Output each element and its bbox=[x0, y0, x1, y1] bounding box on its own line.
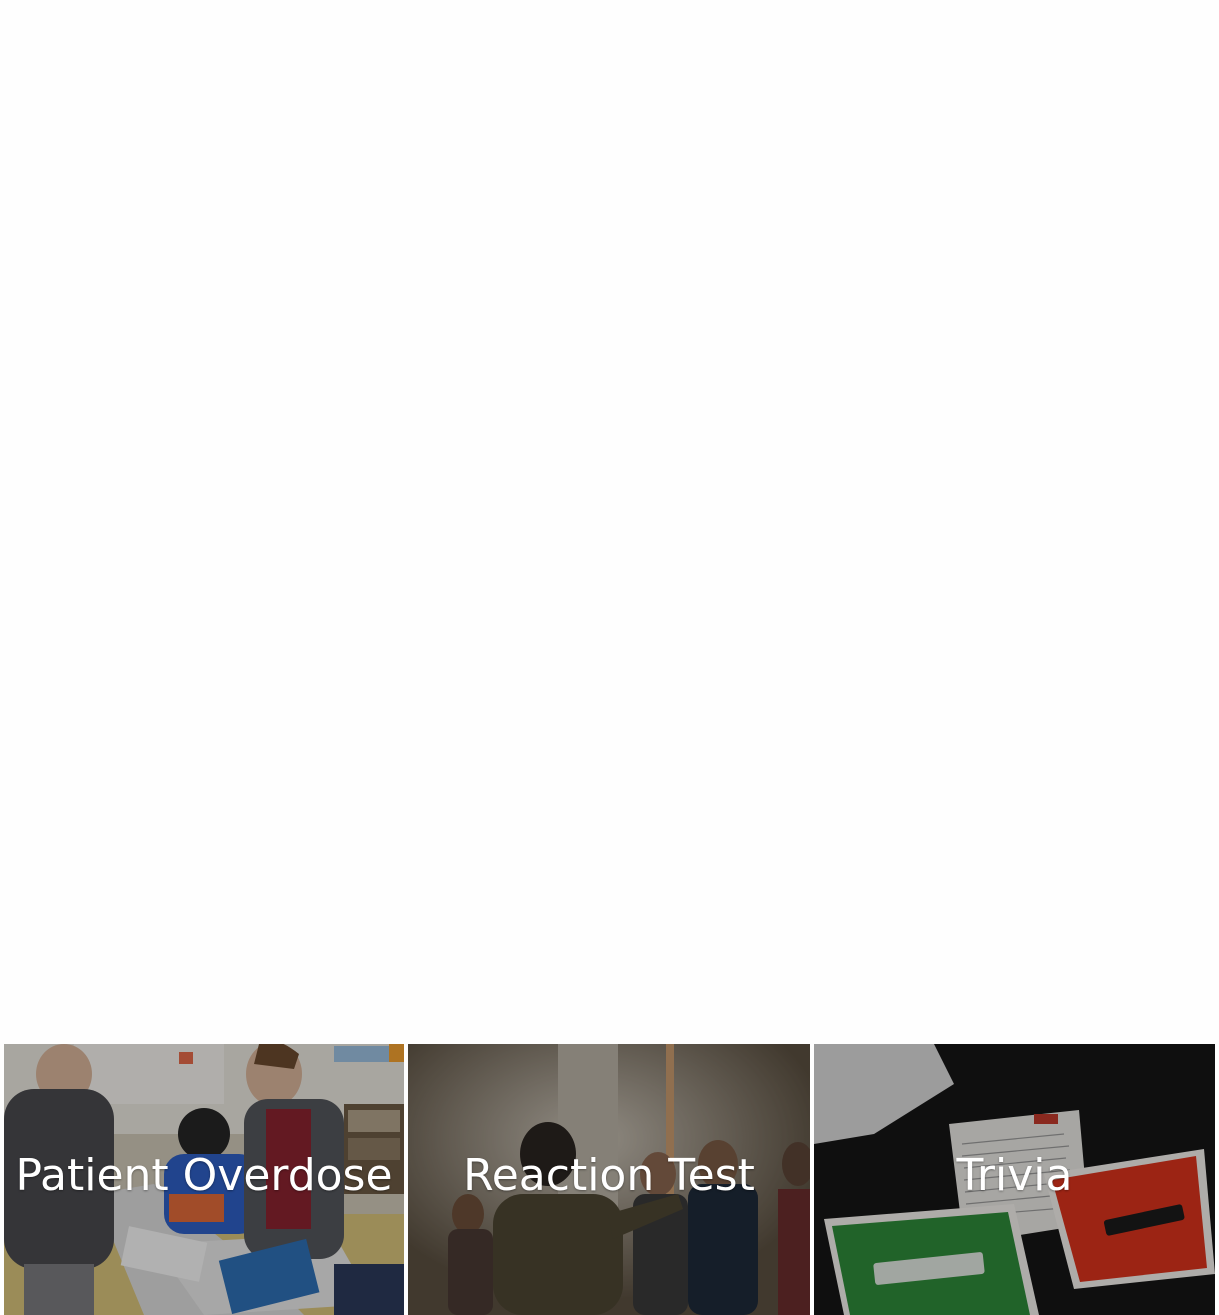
activity-tile-patient-overdose[interactable]: Patient Overdose bbox=[4, 1044, 404, 1315]
activity-tile-trivia[interactable]: Trivia bbox=[814, 1044, 1215, 1315]
activity-tiles: Patient Overdose bbox=[4, 1044, 1215, 1315]
activity-tile-reaction-test[interactable]: Reaction Test bbox=[408, 1044, 810, 1315]
activity-title: Reaction Test bbox=[463, 1150, 755, 1201]
reaction-test-photo bbox=[408, 1044, 810, 1315]
trivia-cards-photo bbox=[814, 1044, 1215, 1315]
classroom-photo bbox=[4, 1044, 404, 1315]
activity-title: Patient Overdose bbox=[15, 1150, 393, 1201]
activity-title: Trivia bbox=[956, 1150, 1073, 1201]
